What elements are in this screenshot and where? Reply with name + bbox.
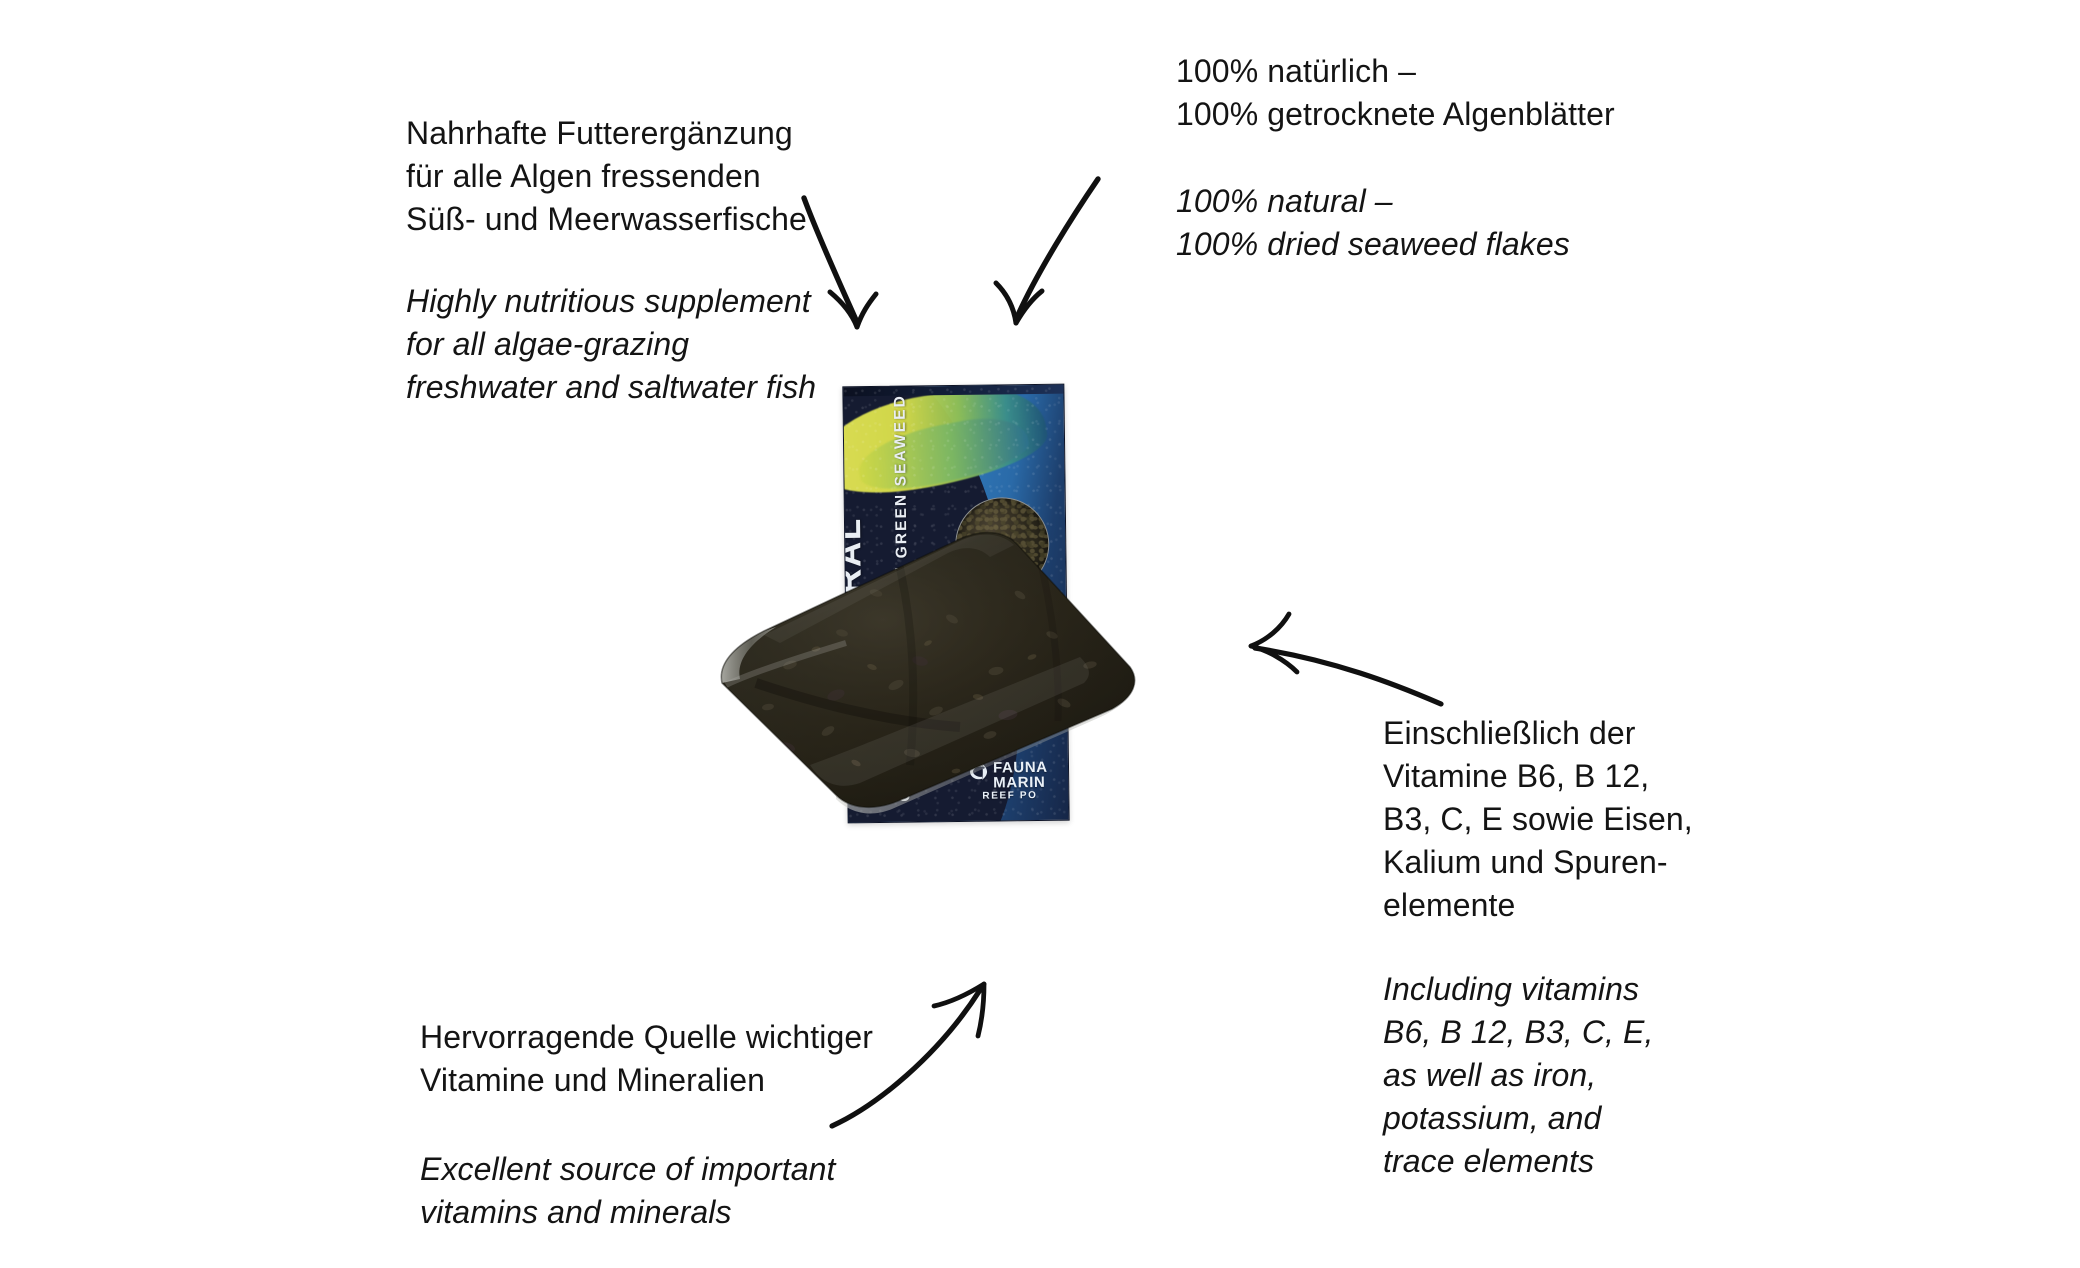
bag-plastic-sheen <box>724 534 1089 786</box>
arrow-down-left-icon <box>801 195 879 330</box>
callout-excellent-source-de: Hervorragende Quelle wichtiger Vitamine … <box>420 1019 873 1098</box>
callout-100-percent-natural-de: 100% natürlich – 100% getrocknete Algenb… <box>1176 53 1615 132</box>
product-bag <box>660 515 1155 815</box>
callout-nutritious-supplement-de: Nahrhafte Futterergänzung für alle Algen… <box>406 115 807 237</box>
callout-excellent-source-en: Excellent source of important vitamins a… <box>420 1151 836 1230</box>
arrow-down-right-icon <box>993 176 1101 326</box>
callout-vitamins-minerals-de: Einschließlich der Vitamine B6, B 12, B3… <box>1383 715 1693 923</box>
bag-seal-left <box>721 627 776 683</box>
callout-vitamins-minerals-en: Including vitamins B6, B 12, B3, C, E, a… <box>1383 971 1654 1179</box>
callout-100-percent-natural-en: 100% natural – 100% dried seaweed flakes <box>1176 183 1570 262</box>
product-bag-illustration <box>720 531 1136 814</box>
product-photo: 100% NATURAL GRÜNE ALGENBLÄTTER | GREEN … <box>720 370 1445 960</box>
bag-outline <box>720 531 1136 809</box>
callout-nutritious-supplement-en: Highly nutritious supplement for all alg… <box>406 283 817 405</box>
